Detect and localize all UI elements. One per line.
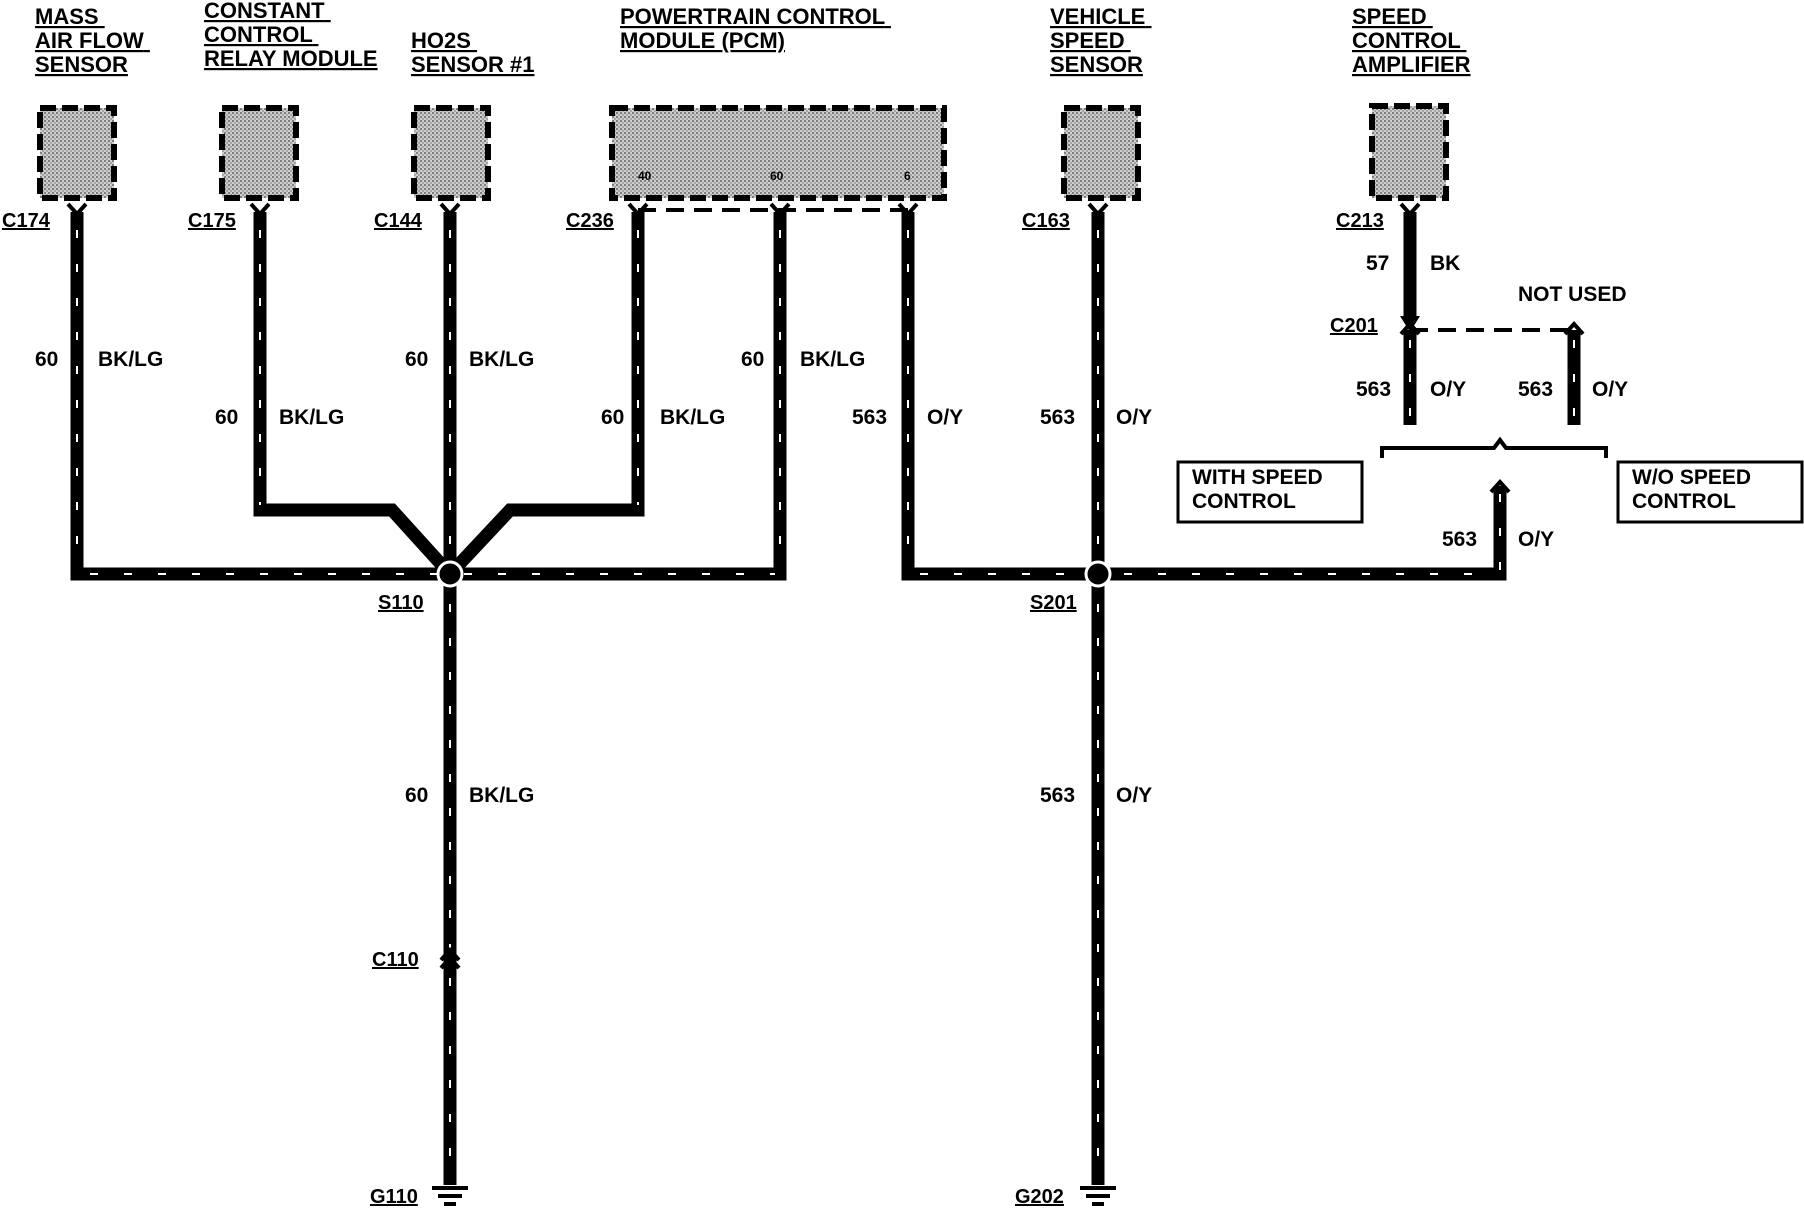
connector-c110: C110: [372, 949, 419, 971]
circuit-number: 60: [601, 406, 624, 429]
circuit-number: 60: [741, 348, 764, 371]
wire-color: O/Y: [1116, 406, 1152, 429]
without-speed-control-box: [1616, 460, 1804, 524]
wire-color: BK/LG: [98, 348, 163, 371]
ho2s-sensor-title: HO2S SENSOR #1: [411, 28, 535, 77]
maf-sensor-title: MASS AIR FLOW SENSOR: [35, 4, 150, 77]
circuit-number: 563: [852, 406, 887, 429]
wire-color: O/Y: [1592, 378, 1628, 401]
wire-color: O/Y: [1116, 784, 1152, 807]
pcm-pin-6: 6: [904, 169, 911, 183]
maf-sensor-box: [37, 105, 117, 201]
speed-control-amplifier-box: [1369, 103, 1449, 201]
circuit-number: 563: [1040, 406, 1075, 429]
oy-wire-network: [901, 212, 1581, 1185]
option-brace: [1380, 436, 1608, 458]
ho2s-sensor-box: [411, 105, 491, 201]
circuit-number: 563: [1442, 528, 1477, 551]
ccrm-title: CONSTANT CONTROL RELAY MODULE: [204, 0, 378, 71]
ground-icon: [432, 1186, 468, 1206]
wire-color: O/Y: [927, 406, 963, 429]
without-speed-control-label: W/O SPEED CONTROL: [1632, 466, 1757, 513]
connector-c175: C175: [188, 210, 236, 232]
ground-g110: G110: [370, 1186, 418, 1208]
circuit-number: 60: [215, 406, 238, 429]
vss-box: [1061, 105, 1141, 201]
s201-splice-dot: [1084, 560, 1112, 588]
pcm-pin-40: 40: [638, 169, 652, 183]
ground-icon: [1080, 1186, 1116, 1206]
circuit-number: 563: [1518, 378, 1553, 401]
c201-arrow: [1400, 316, 1420, 332]
s110-splice-dot: [436, 560, 464, 588]
connector-c213: C213: [1336, 210, 1384, 232]
circuit-number: 60: [405, 348, 428, 371]
circuit-number: 60: [35, 348, 58, 371]
connector-c163: C163: [1022, 210, 1070, 232]
wire-color: O/Y: [1518, 528, 1554, 551]
wire-color: BK/LG: [800, 348, 865, 371]
bklg-wire-network: [70, 212, 787, 1185]
wire-color: O/Y: [1430, 378, 1466, 401]
connector-c174: C174: [2, 210, 51, 232]
splice-s110: S110: [378, 592, 424, 614]
pcm-pin-60: 60: [770, 169, 784, 183]
splice-s201: S201: [1030, 592, 1077, 614]
circuit-number: 563: [1040, 784, 1075, 807]
speed-control-amplifier-title: SPEED CONTROL AMPLIFIER: [1352, 4, 1471, 77]
circuit-number: 57: [1366, 252, 1389, 275]
connector-c236: C236: [566, 210, 614, 232]
vss-title: VEHICLE SPEED SENSOR: [1050, 4, 1151, 77]
connector-c201: C201: [1330, 315, 1378, 337]
wire-color: BK/LG: [469, 348, 534, 371]
wire-color: BK/LG: [279, 406, 344, 429]
circuit-number: 563: [1356, 378, 1391, 401]
wire-color: BK: [1430, 252, 1460, 275]
wire-color: BK/LG: [469, 784, 534, 807]
pcm-title: POWERTRAIN CONTROL MODULE (PCM): [620, 4, 891, 53]
with-speed-control-label: WITH SPEED CONTROL: [1192, 466, 1329, 513]
with-speed-control-box: [1176, 460, 1364, 524]
connector-c144: C144: [374, 210, 423, 232]
wire-color: BK/LG: [660, 406, 725, 429]
ground-g202: G202: [1015, 1186, 1064, 1208]
connector-pin-marks: [66, 202, 1585, 970]
not-used-label: NOT USED: [1518, 283, 1627, 306]
pcm-box: [609, 105, 947, 201]
ccrm-box: [219, 105, 299, 201]
circuit-number: 60: [405, 784, 428, 807]
